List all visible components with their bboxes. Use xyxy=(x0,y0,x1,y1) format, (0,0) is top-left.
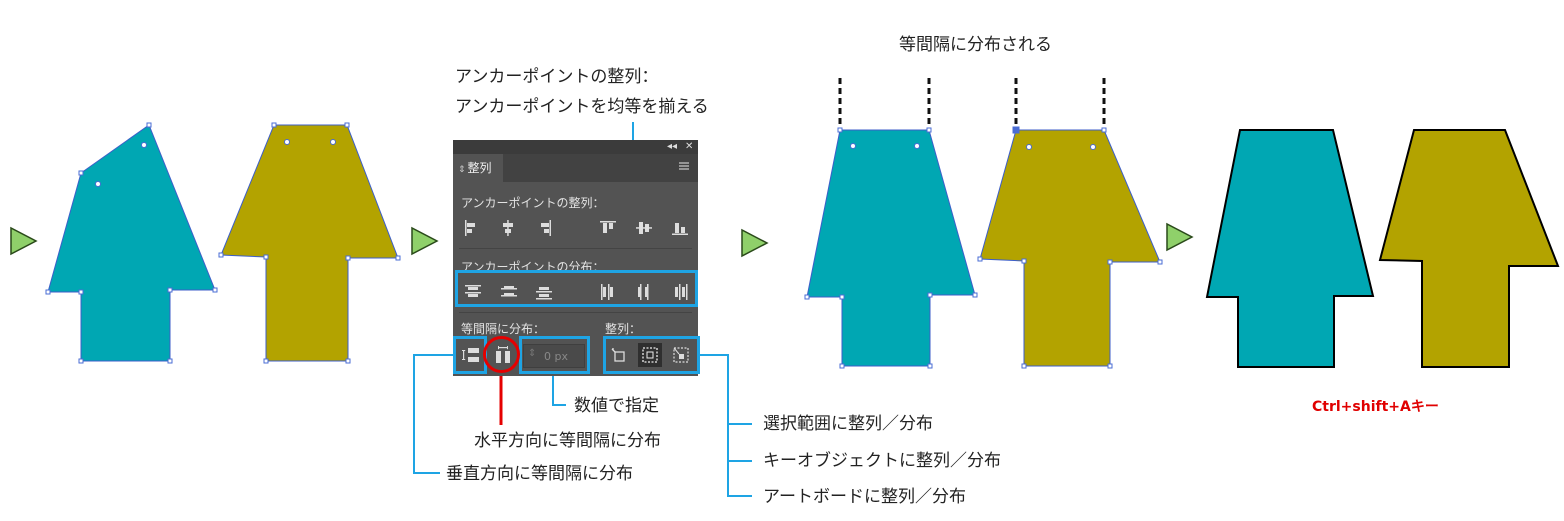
spacing-value-input[interactable]: ⇕ 0 px xyxy=(523,344,585,368)
shortcut-label: Ctrl+shift+Aキー xyxy=(1312,399,1439,415)
dist-bottom-icon[interactable] xyxy=(534,282,554,302)
step-arrow-icon xyxy=(741,228,769,258)
close-icon[interactable]: ✕ xyxy=(685,141,694,152)
callout-align-key-object: キーオブジェクトに整列／分布 xyxy=(763,451,1001,471)
align-selection-icon[interactable] xyxy=(609,345,629,365)
panel-tab-row: ⇕整列 xyxy=(453,154,698,182)
callout-anchor-align-2: アンカーポイントを均等を揃える xyxy=(455,97,709,117)
dist-vcenter-icon[interactable] xyxy=(499,282,519,302)
dist-left-icon[interactable] xyxy=(598,282,618,302)
step-arrow-icon xyxy=(10,226,38,256)
dist-top-icon[interactable] xyxy=(463,282,483,302)
align-hcenter-icon[interactable] xyxy=(498,218,518,238)
section-distribute-spacing: 等間隔に分布： xyxy=(461,322,546,336)
callout-anchor-align-1: アンカーポイントの整列： xyxy=(455,67,659,87)
align-artboard-icon[interactable] xyxy=(671,345,691,365)
callout-align-selection: 選択範囲に整列／分布 xyxy=(763,414,933,434)
tab-align[interactable]: ⇕整列 xyxy=(453,154,503,182)
teal-shape-final xyxy=(1205,129,1375,368)
collapse-icon[interactable]: ◂◂ xyxy=(667,141,678,152)
highlight-anchor-distribute xyxy=(455,270,698,307)
spacing-value: 0 px xyxy=(544,350,568,363)
dist-hcenter-icon[interactable] xyxy=(634,282,654,302)
teal-shape-distributed xyxy=(804,127,978,369)
highlight-horizontal-spacing xyxy=(483,336,520,373)
section-align-to: 整列： xyxy=(605,322,642,336)
highlight-vertical-spacing xyxy=(453,336,487,374)
spacing-guides xyxy=(838,78,1106,128)
tab-caret-icon: ⇕ xyxy=(458,165,466,175)
align-right-icon[interactable] xyxy=(534,218,554,238)
panel-header: ◂◂ ✕ xyxy=(453,140,698,154)
align-left-icon[interactable] xyxy=(462,218,482,238)
callout-vertical-distribute: 垂直方向に等間隔に分布 xyxy=(446,464,633,484)
align-vcenter-icon[interactable] xyxy=(634,218,654,238)
highlight-spacing-value xyxy=(519,336,590,374)
teal-shape-before xyxy=(45,122,218,364)
align-bottom-icon[interactable] xyxy=(670,218,690,238)
result-title: 等間隔に分布される xyxy=(899,35,1052,55)
stepper-icon[interactable]: ⇕ xyxy=(528,348,537,359)
callout-align-artboard: アートボードに整列／分布 xyxy=(763,487,966,507)
panel-divider xyxy=(459,312,692,313)
section-anchor-align: アンカーポイントの整列： xyxy=(461,196,605,210)
align-top-icon[interactable] xyxy=(598,218,618,238)
step-arrow-icon xyxy=(1166,222,1194,252)
panel-divider xyxy=(459,248,692,249)
step-arrow-icon xyxy=(411,226,439,256)
panel-menu-icon[interactable] xyxy=(678,160,690,172)
olive-shape-before xyxy=(218,122,401,364)
dist-right-icon[interactable] xyxy=(670,282,690,302)
align-key-object-icon[interactable] xyxy=(640,345,660,365)
align-key-object-selected xyxy=(638,343,662,367)
olive-shape-final xyxy=(1378,129,1560,368)
vertical-spacing-icon[interactable] xyxy=(461,345,481,365)
callout-horizontal-distribute: 水平方向に等間隔に分布 xyxy=(474,431,661,451)
callout-by-value: 数値で指定 xyxy=(574,396,659,416)
olive-shape-distributed xyxy=(977,126,1163,369)
tab-align-label: 整列 xyxy=(467,161,492,175)
highlight-align-to xyxy=(603,336,700,374)
